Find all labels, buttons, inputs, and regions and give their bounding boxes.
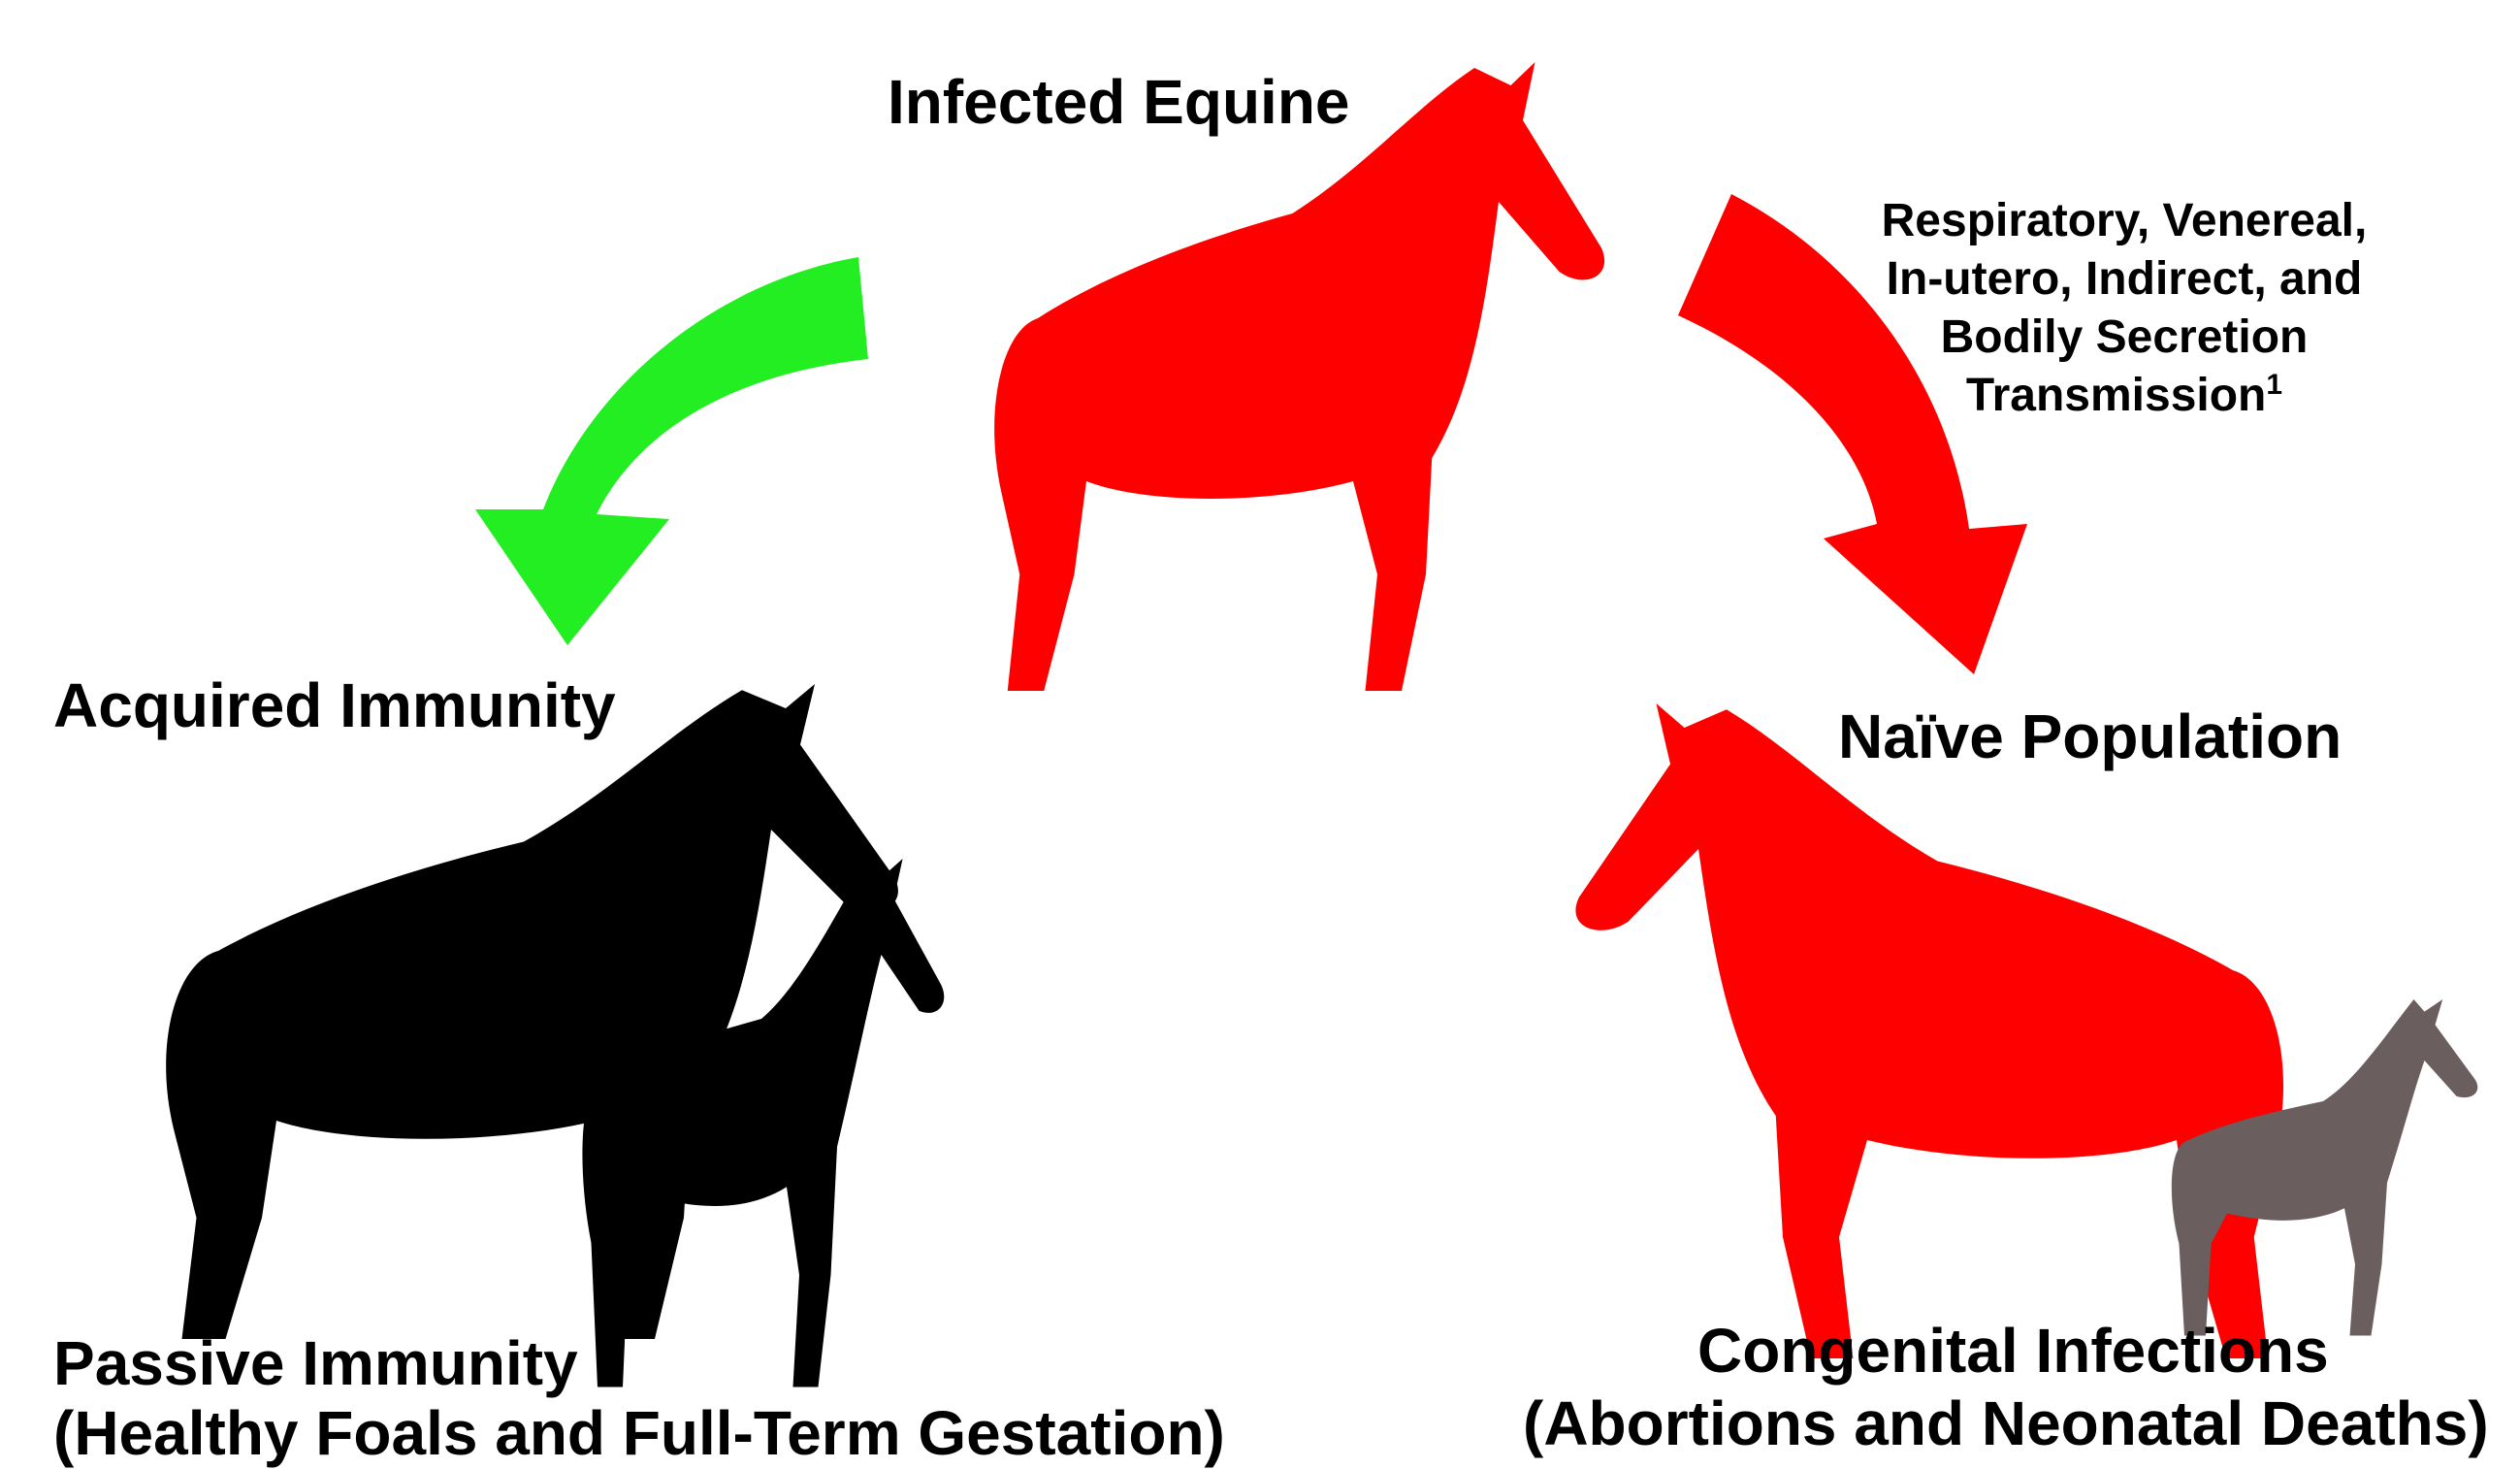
immunity-arrow (475, 257, 868, 645)
transmission-line-2: In-utero, Indirect, and (1824, 250, 2425, 309)
naive-horse-silhouette (1575, 703, 2283, 1358)
passive-immunity-detail: (Healthy Foals and Full-Term Gestation) (53, 1397, 1225, 1469)
transmission-line-1: Respiratory, Venereal, (1824, 192, 2425, 250)
transmission-routes-label: Respiratory, Venereal, In-utero, Indirec… (1824, 192, 2425, 425)
naive-population-label: Naïve Population (1838, 701, 2342, 772)
congenital-infections-detail: (Abortions and Neonatal Deaths) (1523, 1387, 2489, 1459)
acquired-immunity-label: Acquired Immunity (53, 669, 616, 741)
transmission-line-3: Bodily Secretion (1824, 309, 2425, 367)
naive-horse-shape (1575, 703, 2283, 1358)
infected-equine-label: Infected Equine (888, 66, 1350, 138)
transmission-line-4: Transmission1 (1824, 367, 2425, 425)
infected-horse-silhouette (994, 62, 1604, 691)
transmission-line-4-text: Transmission (1966, 370, 2266, 421)
footnote-marker: 1 (2266, 369, 2282, 401)
infected-horse-shape (994, 62, 1604, 691)
congenital-infections-label: Congenital Infections (1697, 1315, 2329, 1387)
passive-immunity-label: Passive Immunity (53, 1327, 578, 1399)
